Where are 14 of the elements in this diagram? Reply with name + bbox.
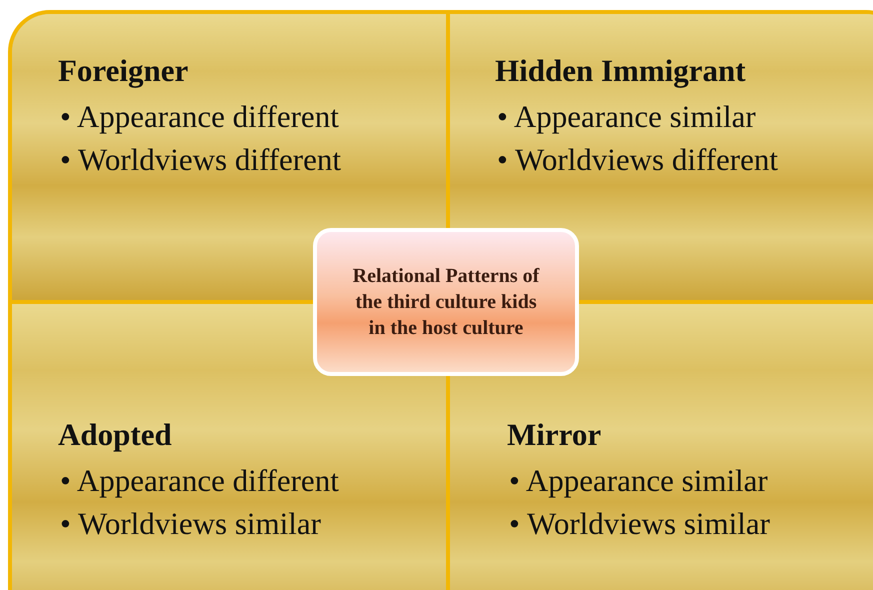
bullet-item: • Worldviews similar bbox=[60, 505, 322, 544]
bullet-item: • Appearance similar bbox=[509, 462, 769, 500]
quadrant-heading: Adopted bbox=[58, 416, 173, 454]
quadrant-heading: Hidden Immigrant bbox=[495, 52, 747, 90]
center-label: Relational Patterns of the third culture kids in the host culture bbox=[352, 264, 540, 341]
bullet-item: • Appearance different bbox=[60, 462, 340, 500]
quadrant-heading: Foreigner bbox=[58, 52, 190, 90]
bullet-item: • Appearance similar bbox=[497, 98, 757, 136]
bullet-item: • Worldviews similar bbox=[509, 505, 771, 544]
bullet-item: • Worldviews different bbox=[497, 141, 779, 180]
bullet-item: • Worldviews different bbox=[60, 141, 342, 180]
bullet-item: • Appearance different bbox=[60, 98, 340, 136]
quadrant-heading: Mirror bbox=[507, 416, 602, 454]
center-box bbox=[313, 228, 579, 376]
